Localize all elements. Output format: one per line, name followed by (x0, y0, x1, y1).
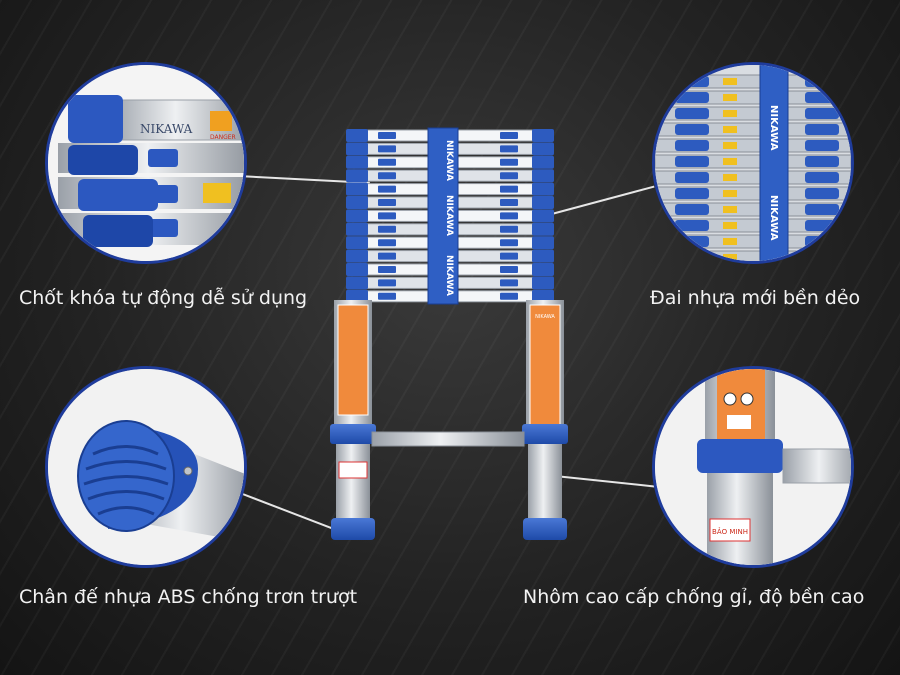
band-warning-label (723, 254, 737, 261)
rung-end-cap (346, 142, 368, 156)
rung-lock (378, 252, 396, 260)
band-warning-label (723, 158, 737, 165)
band-rung-clip (675, 124, 709, 135)
rung-lock (500, 132, 518, 139)
rung-end-cap (532, 209, 554, 223)
rung-lock (378, 292, 396, 300)
strap-brand-text-2: NIKAWA (444, 195, 454, 236)
band-rung-clip (675, 220, 709, 231)
band-rung-clip (805, 156, 839, 167)
rung-end-cap (346, 209, 368, 223)
band-warning-label (723, 110, 737, 117)
band-rung-clip (675, 188, 709, 199)
band-brand-text: NIKAWA (768, 105, 779, 151)
rung-end-cap (346, 289, 368, 303)
detail-circle-auto-lock: NIKAWA DANGER (45, 62, 247, 264)
rung-lock (378, 158, 396, 166)
caption-abs-foot: Chân đế nhựa ABS chống trơn trượt (19, 586, 358, 608)
detail-circle-aluminum: BẢO MINH (652, 366, 854, 568)
band-warning-label (723, 142, 737, 149)
band-rung-clip (675, 156, 709, 167)
rung-lock (378, 199, 396, 206)
rung-lock (378, 212, 396, 220)
rung-end-cap (346, 236, 368, 250)
rung-lock (500, 185, 518, 193)
band-rung-clip (805, 140, 839, 151)
rung-lock (500, 172, 518, 180)
rung-end-cap (532, 276, 554, 290)
rung-lock (378, 172, 396, 180)
caption-plastic-band: Đai nhựa mới bền dẻo (650, 287, 861, 309)
band-rung-clip (805, 188, 839, 199)
rung-end-cap (532, 263, 554, 276)
rung-lock (500, 158, 518, 166)
rung-end-cap (346, 129, 368, 142)
leg-brand-text: NIKAWA (535, 314, 555, 320)
band-warning-label (723, 94, 737, 101)
rung-lock (500, 212, 518, 220)
warranty-label: BẢO MINH (712, 527, 748, 536)
rung-end-cap (532, 222, 554, 236)
rung-end-cap (532, 142, 554, 156)
rung-lock (500, 279, 518, 287)
rung-end-cap (532, 169, 554, 183)
rung-lock (378, 266, 396, 273)
band-warning-label (723, 126, 737, 133)
band-rung-clip (805, 108, 839, 119)
rung-lock (378, 132, 396, 139)
band-rung-clip (675, 140, 709, 151)
rung-end-cap (532, 236, 554, 250)
rung-lock (378, 239, 396, 247)
rung-end-cap (532, 129, 554, 142)
band-warning-label (723, 174, 737, 181)
rung-end-cap (346, 263, 368, 276)
band-warning-label (723, 190, 737, 197)
rung-lock (500, 199, 518, 206)
band-warning-label (723, 222, 737, 229)
rung-lock (378, 225, 396, 233)
rung-end-cap (532, 249, 554, 263)
detail-circle-plastic-band: NIKAWA NIKAWA (652, 62, 854, 264)
band-rung (655, 250, 851, 261)
rung-lock (500, 252, 518, 260)
band-rung-clip (675, 204, 709, 215)
rung-end-cap (346, 196, 368, 209)
rung-end-cap (346, 169, 368, 183)
band-rung-clip (675, 172, 709, 183)
band-rung-clip (805, 204, 839, 215)
band-rung-clip (805, 172, 839, 183)
circle-brand-text: NIKAWA (140, 122, 193, 136)
caption-aluminum: Nhôm cao cấp chống gỉ, độ bền cao (523, 586, 865, 608)
band-warning-label (723, 238, 737, 245)
rung-lock (500, 145, 518, 153)
rung-lock (378, 185, 396, 193)
danger-label: DANGER (210, 134, 236, 141)
band-rung-clip (805, 124, 839, 135)
strap-brand-text-3: NIKAWA (444, 255, 454, 296)
rung-end-cap (346, 155, 368, 169)
rung-lock (378, 279, 396, 287)
rung-end-cap (532, 196, 554, 209)
rung-end-cap (532, 289, 554, 303)
band-brand-text-2: NIKAWA (768, 195, 779, 241)
caption-auto-lock: Chốt khóa tự động dễ sử dụng (19, 287, 308, 309)
band-warning-label (723, 206, 737, 213)
rung-lock (500, 292, 518, 300)
strap-brand-text: NIKAWA (444, 140, 454, 181)
rung-end-cap (346, 222, 368, 236)
rung-end-cap (346, 249, 368, 263)
rung-lock (500, 239, 518, 247)
rung-end-cap (532, 182, 554, 196)
rung-lock (500, 225, 518, 233)
band-warning-label (723, 78, 737, 85)
rung-end-cap (346, 276, 368, 290)
rung-end-cap (532, 155, 554, 169)
band-rung-clip (675, 92, 709, 103)
detail-circle-abs-foot (45, 366, 247, 568)
rung-lock (500, 266, 518, 273)
rung-lock (378, 145, 396, 153)
band-rung-clip (675, 108, 709, 119)
rung-end-cap (346, 182, 368, 196)
